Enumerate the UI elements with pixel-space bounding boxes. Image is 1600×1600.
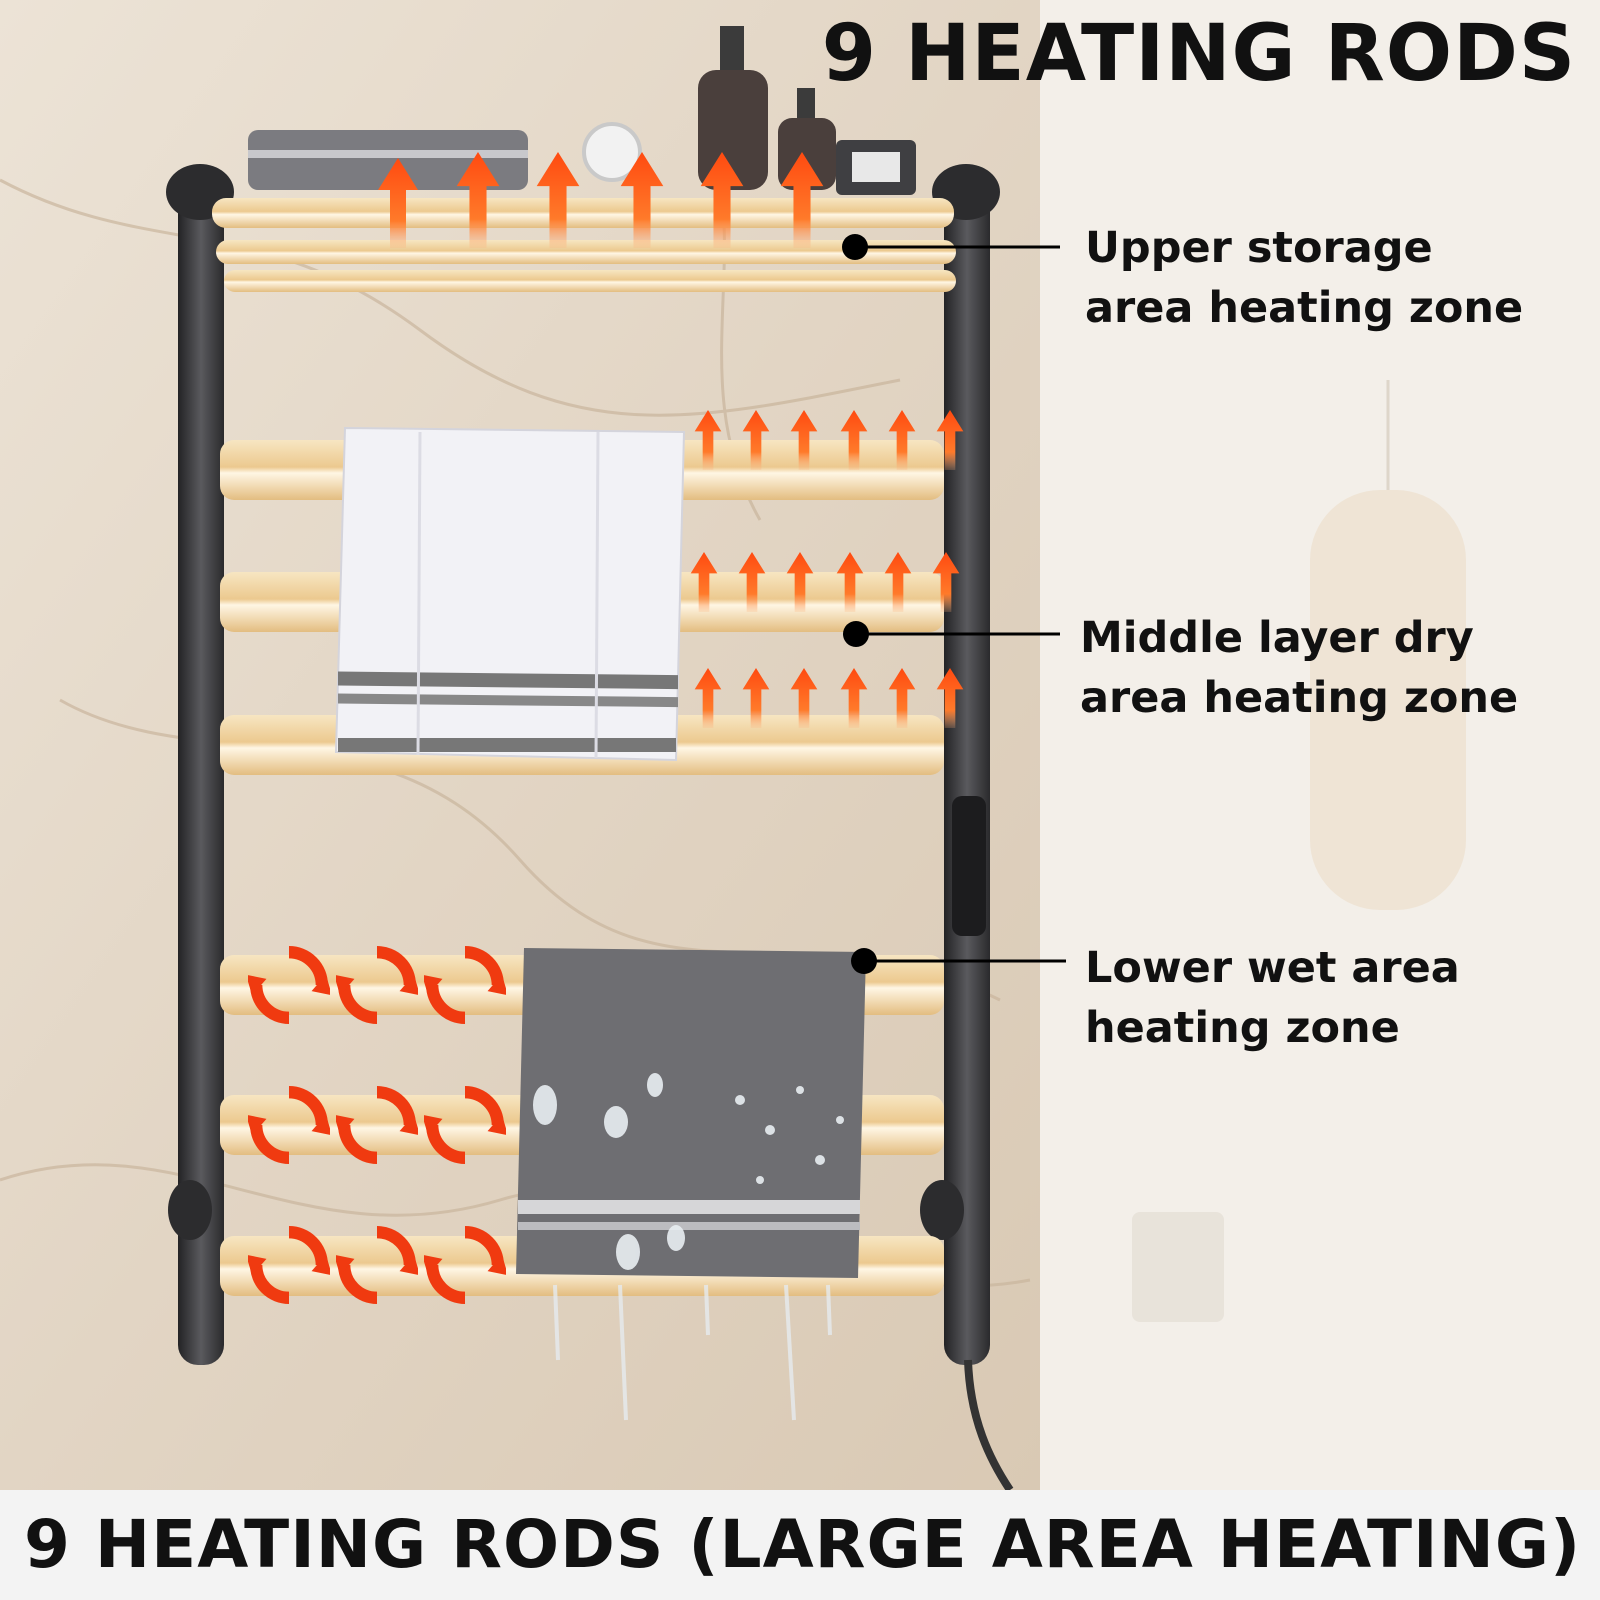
lower-zone-label: Lower wet area heating zone <box>1085 938 1460 1058</box>
callout-leader-middle <box>843 621 1060 647</box>
headline: 9 HEATING RODS <box>821 9 1576 99</box>
lower-zone-line2: heating zone <box>1085 1003 1400 1053</box>
middle-zone-label: Middle layer dry area heating zone <box>1080 608 1518 728</box>
wet-towel <box>516 948 866 1421</box>
footer-banner: 9 HEATING RODS (LARGE AREA HEATING) <box>0 1490 1600 1600</box>
callout-leader-upper <box>842 234 1060 260</box>
rack-frame <box>166 164 1014 1493</box>
footer-caption: 9 HEATING RODS (LARGE AREA HEATING) <box>24 1506 1582 1583</box>
callout-leader-lower <box>851 948 1066 974</box>
upper-zone-line1: Upper storage <box>1085 223 1433 273</box>
background-socket <box>1132 1212 1224 1322</box>
shelf-items <box>248 26 916 195</box>
bright-wall-panel <box>1040 0 1600 1490</box>
upper-zone-line2: area heating zone <box>1085 283 1524 333</box>
middle-zone-line2: area heating zone <box>1080 673 1519 723</box>
lower-zone-line1: Lower wet area <box>1085 943 1460 993</box>
dry-towel <box>334 426 686 762</box>
middle-zone-line1: Middle layer dry <box>1080 613 1474 663</box>
upper-zone-label: Upper storage area heating zone <box>1085 218 1523 338</box>
background-lamp <box>1310 380 1466 910</box>
